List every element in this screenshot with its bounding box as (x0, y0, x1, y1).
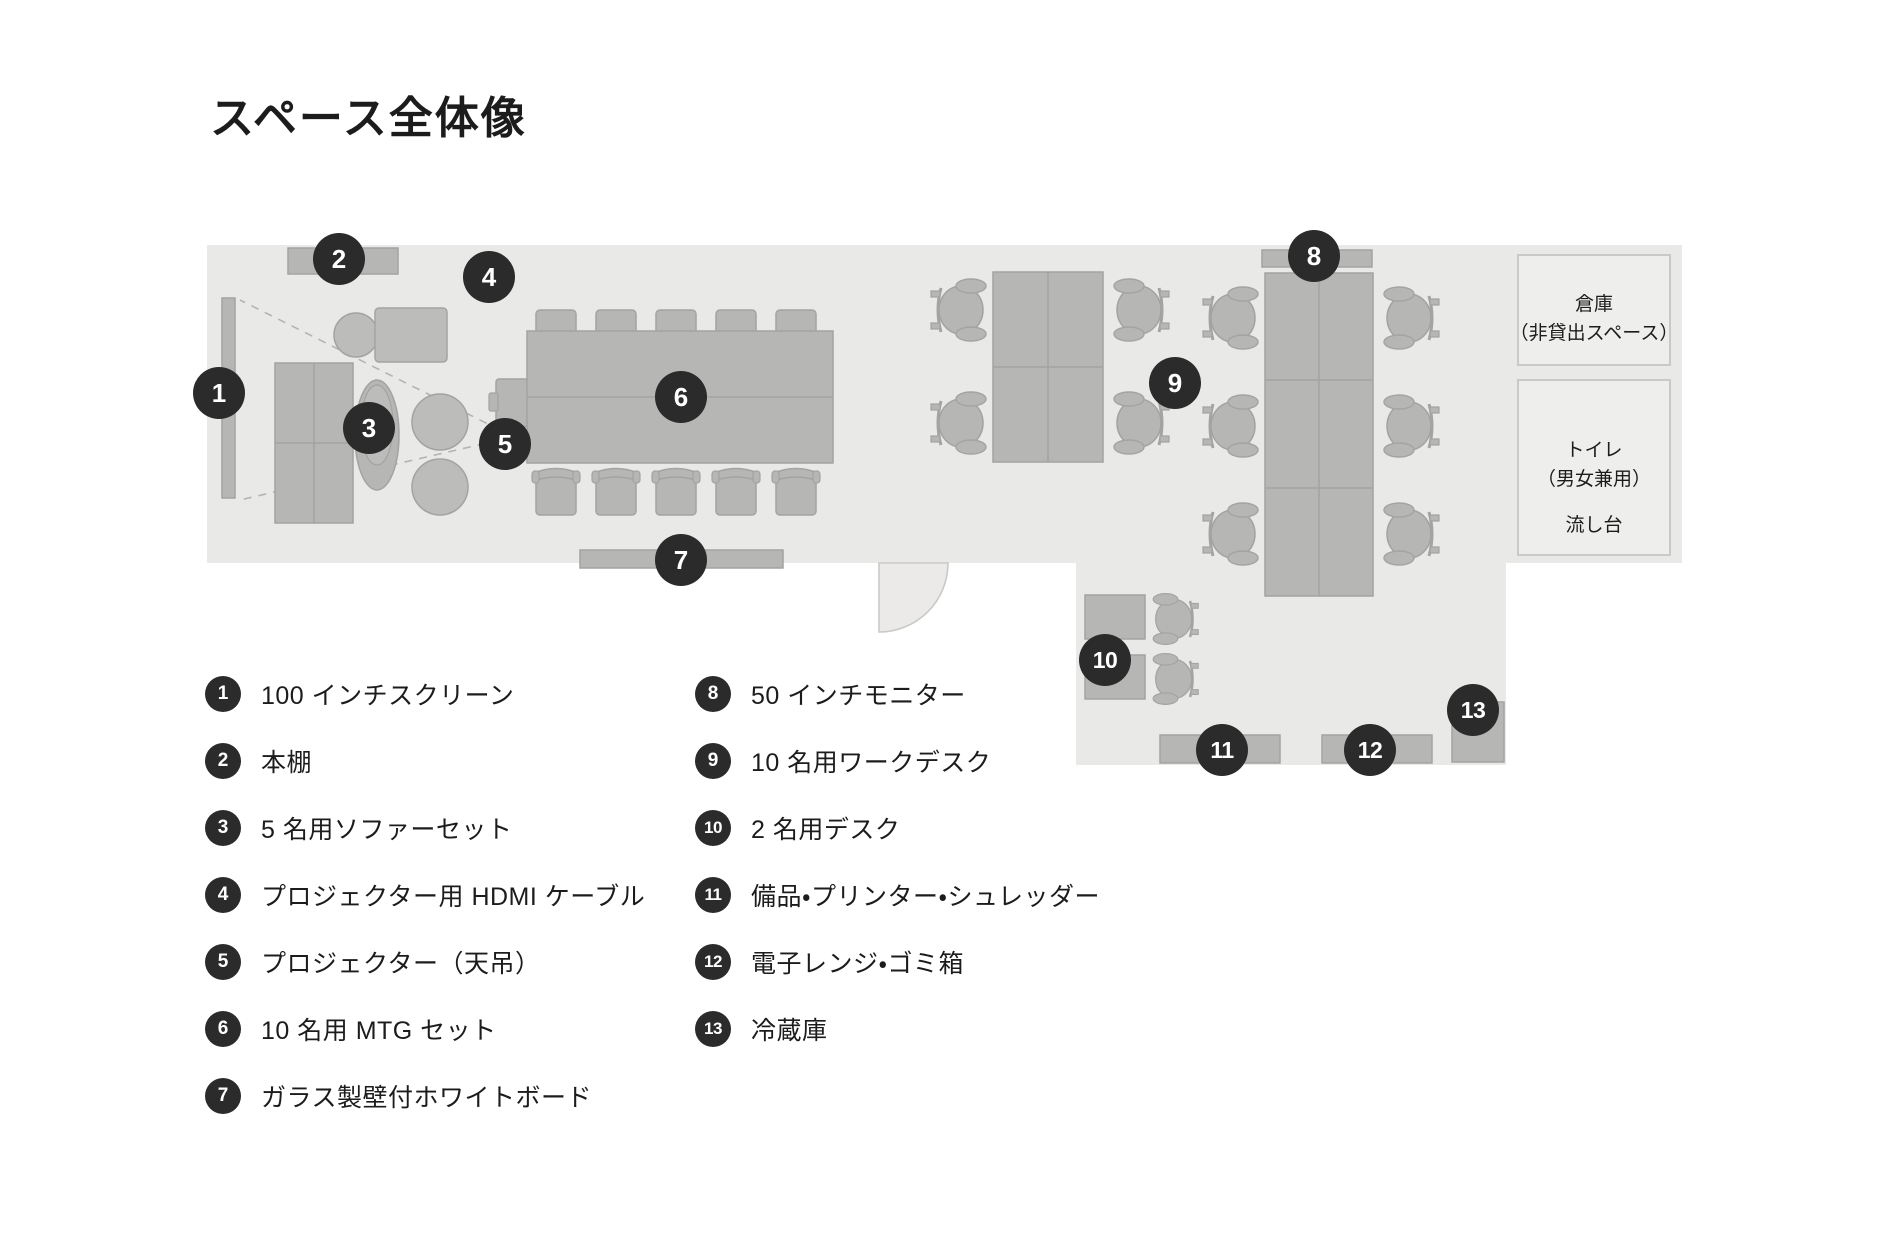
legend-label-11: 備品・プリンター・シュレッダー (751, 882, 1101, 911)
map-marker-7[interactable]: 7 (655, 534, 707, 586)
legend-item-2[interactable]: 2 本棚 (205, 727, 725, 794)
legend-badge-4: 4 (205, 876, 241, 913)
legend-column-right: 8 50 インチモニター 9 10 名用ワークデスク 10 2 名用デスク 11… (695, 660, 1255, 1062)
map-marker-6[interactable]: 6 (655, 371, 707, 423)
legend-badge-11: 11 (695, 876, 731, 913)
legend-label-8: 50 インチモニター (751, 681, 966, 710)
legend-item-1[interactable]: 1 100 インチスクリーン (205, 660, 725, 727)
legend-badge-1: 1 (205, 675, 241, 712)
legend-item-9[interactable]: 9 10 名用ワークデスク (695, 727, 1255, 794)
island-desk-4seat (929, 271, 1171, 463)
legend-item-13[interactable]: 13 冷蔵庫 (695, 995, 1255, 1062)
legend-label-5: プロジェクター（天吊） (261, 949, 541, 978)
legend-badge-6: 6 (205, 1010, 241, 1047)
map-marker-5[interactable]: 5 (479, 418, 531, 470)
legend-badge-2: 2 (205, 742, 241, 779)
map-marker-3[interactable]: 3 (343, 402, 395, 454)
legend-badge-5: 5 (205, 943, 241, 980)
map-marker-2[interactable]: 2 (313, 233, 365, 285)
legend-badge-7: 7 (205, 1077, 241, 1114)
map-marker-12[interactable]: 12 (1344, 724, 1396, 776)
legend-label-10: 2 名用デスク (751, 815, 901, 844)
legend-item-11[interactable]: 11 備品・プリンター・シュレッダー (695, 861, 1255, 928)
legend-label-1: 100 インチスクリーン (261, 681, 515, 710)
legend-badge-3: 3 (205, 809, 241, 846)
legend-item-4[interactable]: 4 プロジェクター用 HDMI ケーブル (205, 861, 725, 928)
legend-badge-12: 12 (695, 943, 731, 980)
map-marker-11[interactable]: 11 (1196, 724, 1248, 776)
legend: 1 100 インチスクリーン 2 本棚 3 5 名用ソファーセット 4 プロジェ… (205, 660, 1305, 1120)
entrance-door-arc (878, 562, 949, 633)
map-marker-9[interactable]: 9 (1149, 357, 1201, 409)
legend-item-6[interactable]: 6 10 名用 MTG セット (205, 995, 725, 1062)
legend-item-3[interactable]: 3 5 名用ソファーセット (205, 794, 725, 861)
legend-item-7[interactable]: 7 ガラス製壁付ホワイトボード (205, 1062, 725, 1129)
projection-beam (239, 299, 501, 501)
legend-label-9: 10 名用ワークデスク (751, 748, 992, 777)
legend-label-2: 本棚 (261, 748, 313, 777)
legend-badge-9: 9 (695, 742, 731, 779)
legend-badge-8: 8 (695, 675, 731, 712)
map-marker-1[interactable]: 1 (193, 367, 245, 419)
map-marker-8[interactable]: 8 (1288, 230, 1340, 282)
hdmi-console (374, 307, 448, 363)
legend-badge-13: 13 (695, 1010, 731, 1047)
map-marker-13[interactable]: 13 (1447, 684, 1499, 736)
work-desk-10seat (1201, 272, 1441, 597)
legend-badge-10: 10 (695, 809, 731, 846)
legend-label-4: プロジェクター用 HDMI ケーブル (261, 882, 646, 911)
page-title: スペース全体像 (210, 94, 527, 143)
legend-label-6: 10 名用 MTG セット (261, 1016, 497, 1045)
legend-label-12: 電子レンジ・ゴミ箱 (751, 949, 965, 978)
map-marker-10[interactable]: 10 (1079, 634, 1131, 686)
legend-item-5[interactable]: 5 プロジェクター（天吊） (205, 928, 725, 995)
legend-item-12[interactable]: 12 電子レンジ・ゴミ箱 (695, 928, 1255, 995)
legend-item-8[interactable]: 8 50 インチモニター (695, 660, 1255, 727)
legend-label-3: 5 名用ソファーセット (261, 815, 513, 844)
legend-label-13: 冷蔵庫 (751, 1016, 828, 1045)
map-marker-4[interactable]: 4 (463, 251, 515, 303)
legend-label-7: ガラス製壁付ホワイトボード (261, 1083, 593, 1112)
legend-column-left: 1 100 インチスクリーン 2 本棚 3 5 名用ソファーセット 4 プロジェ… (205, 660, 725, 1129)
legend-item-10[interactable]: 10 2 名用デスク (695, 794, 1255, 861)
room-label-storage: 倉庫 （非貸出スペース） (1509, 294, 1679, 345)
room-label-toilet: トイレ （男女兼用） 流し台 (1536, 440, 1652, 536)
